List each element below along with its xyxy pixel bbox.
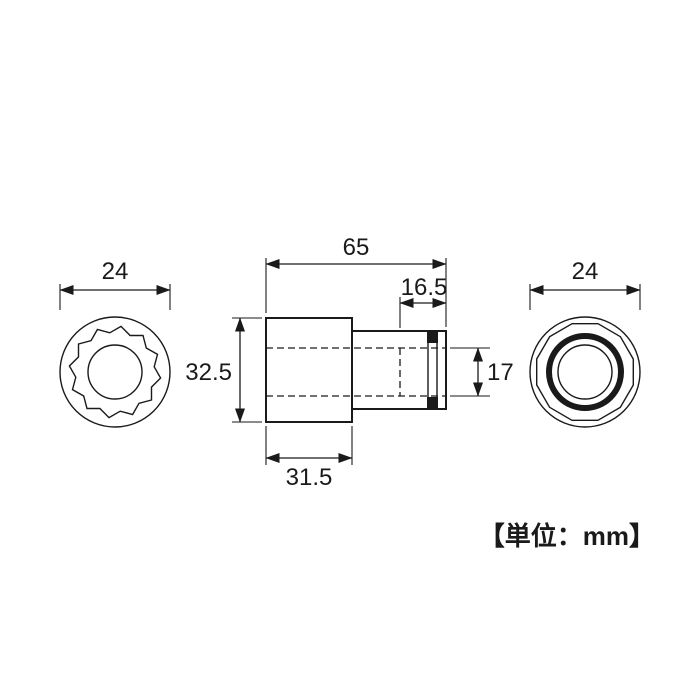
rear-outer-circle — [529, 316, 641, 428]
dim-label-body-length: 31.5 — [286, 464, 333, 491]
side-drive-outline — [351, 330, 447, 410]
front-12pt-broach — [68, 325, 162, 419]
groove-section-bottom — [427, 397, 438, 408]
groove-section-top — [427, 332, 438, 343]
front-inner-bore-circle — [87, 344, 143, 400]
dim-label-rear-diameter: 24 — [572, 258, 599, 285]
rear-view-socket: 24 — [529, 258, 641, 428]
side-body-outline — [265, 317, 353, 423]
dim-label-total-length: 65 — [343, 234, 370, 261]
dim-label-drive-hole: 17 — [487, 359, 514, 386]
dim-label-drive-length: 16.5 — [401, 274, 448, 301]
rear-drive-ring — [546, 333, 624, 411]
front-outer-circle — [59, 316, 171, 428]
side-view-socket: 65 16.5 32.5 17 31.5 — [185, 234, 513, 491]
rear-inner-circle — [557, 344, 613, 400]
front-view-socket: 24 — [59, 258, 171, 428]
dim-label-front-diameter: 24 — [102, 258, 129, 285]
rear-dodecagon — [536, 323, 634, 421]
dim-label-body-diameter: 32.5 — [185, 359, 232, 386]
units-label: 【単位：mm】 — [479, 521, 655, 551]
